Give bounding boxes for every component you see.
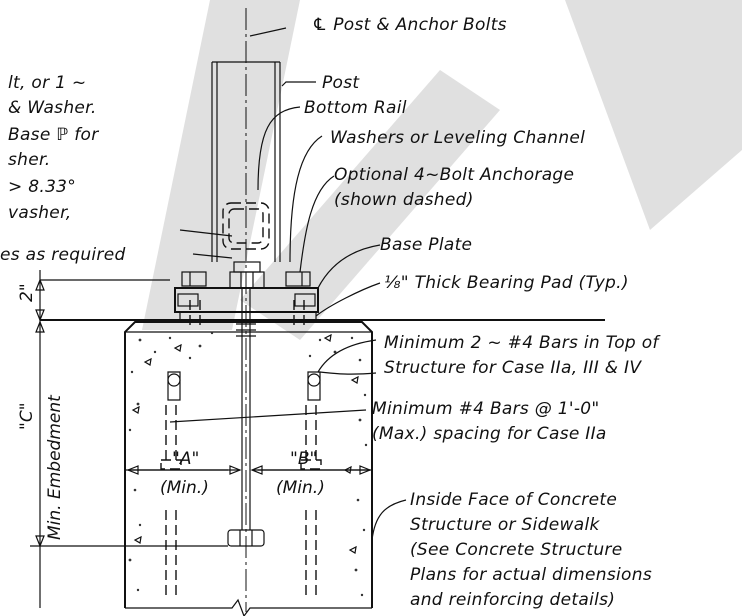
left-note-7: es as required xyxy=(0,245,126,265)
leader-lines xyxy=(169,27,407,541)
base-plate-label: Base Plate xyxy=(380,235,472,255)
left-note-4: sher. xyxy=(8,150,50,170)
bearing-pad-label: ⅛" Thick Bearing Pad (Typ.) xyxy=(384,273,629,293)
washers-label: Washers or Leveling Channel xyxy=(330,128,585,148)
two-inch-dimension: 2" xyxy=(17,283,37,302)
inside-face-label-4: Plans for actual dimensions xyxy=(410,565,652,585)
left-note-6: vasher, xyxy=(8,203,72,223)
a-dimension: "A" xyxy=(172,449,199,469)
b-min-label: (Min.) xyxy=(276,478,325,498)
inside-face-label-1: Inside Face of Concrete xyxy=(410,490,617,510)
b-dimension: "B" xyxy=(290,449,317,469)
min-bars-spacing-label-2: (Max.) spacing for Case IIa xyxy=(372,424,607,444)
dimension-lines xyxy=(30,270,372,608)
left-note-2: & Washer. xyxy=(8,98,97,118)
left-note-5: > 8.33° xyxy=(8,177,76,197)
inside-face-label-2: Structure or Sidewalk xyxy=(410,515,600,535)
post xyxy=(211,61,281,262)
left-note-3: Base ℙ for xyxy=(8,125,99,145)
min-embedment-label: Min. Embedment xyxy=(45,394,65,540)
rebar-dot-right xyxy=(307,373,321,387)
rebar xyxy=(160,371,322,600)
rebar-dot-left xyxy=(167,373,181,387)
optional-anchorage-label-1: Optional 4~Bolt Anchorage xyxy=(334,165,574,185)
min-bars-top-label-1: Minimum 2 ~ #4 Bars in Top of xyxy=(384,333,661,353)
a-min-label: (Min.) xyxy=(160,478,209,498)
post-label: Post xyxy=(322,73,360,93)
centerline-label: ℄ Post & Anchor Bolts xyxy=(312,15,507,35)
inside-face-label-3: (See Concrete Structure xyxy=(410,540,622,560)
c-dimension: "C" xyxy=(17,402,37,430)
optional-anchorage-label-2: (shown dashed) xyxy=(334,190,474,210)
bottom-rail-label: Bottom Rail xyxy=(304,98,407,118)
inside-face-label-5: and reinforcing details) xyxy=(410,590,615,610)
min-bars-spacing-label-1: Minimum #4 Bars @ 1'-0" xyxy=(372,399,600,419)
min-bars-top-label-2: Structure for Case IIa, III & IV xyxy=(384,358,642,378)
anchor-bolt-assembly xyxy=(181,261,311,547)
left-note-1: lt, or 1 ~ xyxy=(8,73,86,93)
